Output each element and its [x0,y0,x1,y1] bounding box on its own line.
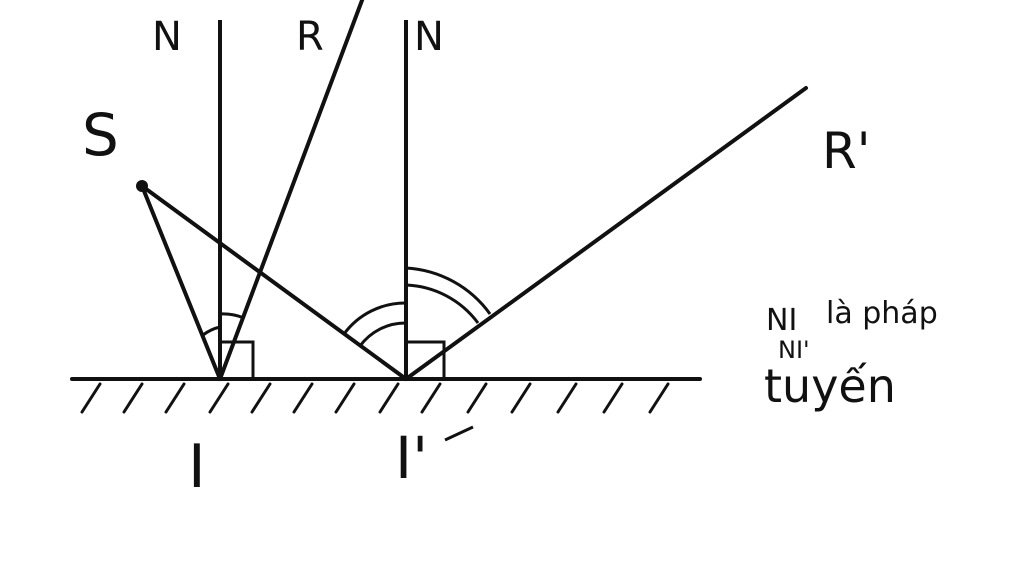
right-angle-mark-1 [220,340,255,379]
angle-arc-reflection-i-prime-outer [405,266,492,315]
angle-arc-reflection-i [219,312,245,320]
incident-ray-si-prime [140,184,408,381]
label-ray-r: R [296,14,324,60]
right-angle-mark-2 [406,340,446,379]
note-line2: NI' [778,336,810,364]
mirror [70,377,702,414]
label-normal-1: N [152,14,182,60]
i-prime-tick [444,425,474,442]
note-line1-b: là pháp [826,296,938,331]
label-point-i: I [188,432,206,502]
label-normal-2: N [414,14,444,60]
label-ray-r-prime: R' [822,122,871,180]
angle-arc-incidence-i [202,325,221,337]
note-line3: tuyến [764,359,896,413]
reflected-ray-i-prime-r-prime [404,86,808,381]
incident-ray-si [140,184,222,381]
label-source-s: S [82,101,119,169]
angle-arc-incidence-i-prime-inner [358,321,407,347]
note-line1-a: NI [766,303,797,338]
angle-arc-reflection-i-prime-inner [405,283,480,324]
angle-arc-incidence-i-prime-outer [342,301,407,335]
source-point [136,180,148,192]
reflected-ray-ir [218,0,365,381]
mirror-hatching [80,382,670,414]
label-point-i-prime: I' [395,424,428,492]
